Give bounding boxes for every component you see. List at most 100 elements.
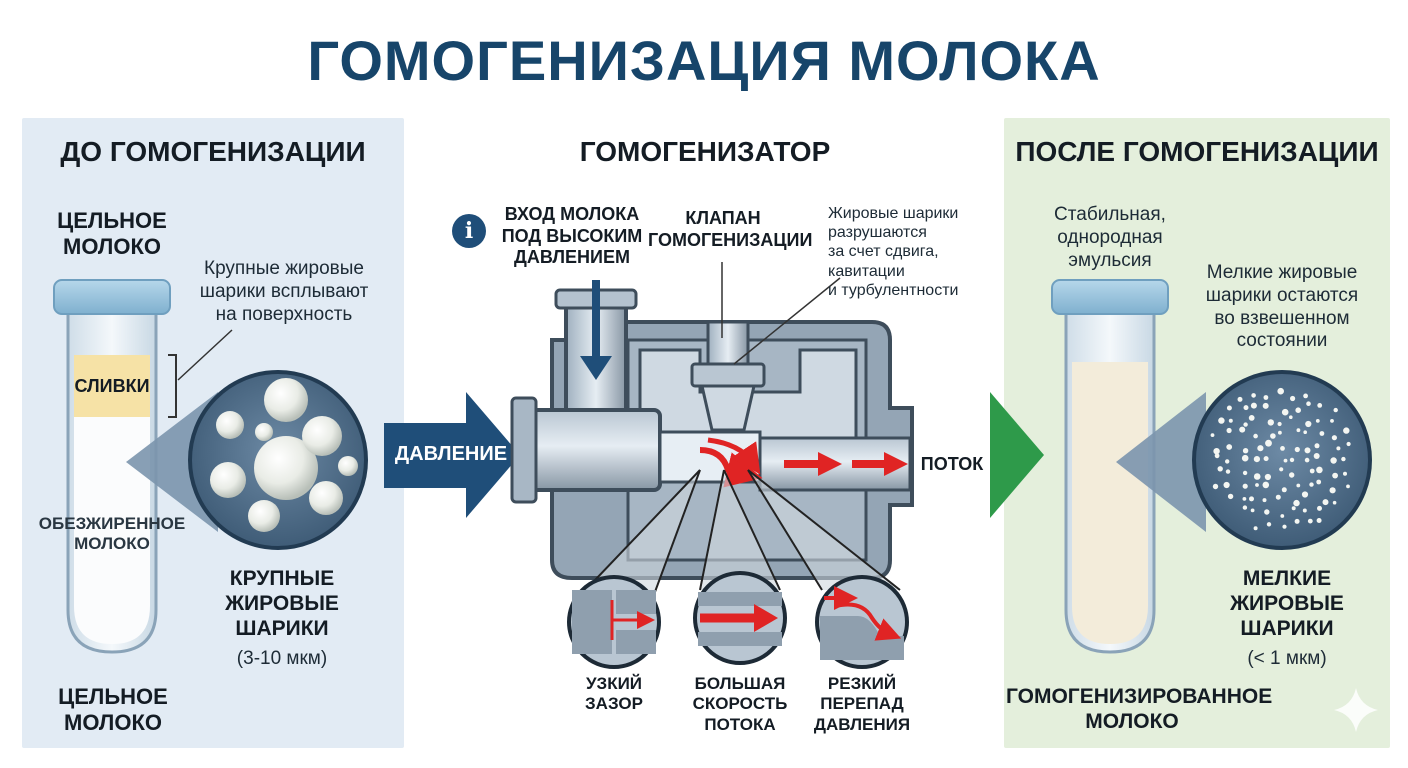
small-fat-globule bbox=[1317, 403, 1323, 408]
small-fat-globule bbox=[1248, 415, 1255, 421]
small-fat-globule bbox=[1294, 518, 1300, 524]
small-fat-globule bbox=[1263, 456, 1269, 462]
small-fat-globule bbox=[1330, 419, 1334, 423]
small-fat-globule bbox=[1331, 435, 1337, 441]
flow-arrow bbox=[818, 452, 842, 476]
result-arrow bbox=[990, 392, 1044, 518]
small-fat-globule bbox=[1214, 453, 1220, 459]
fat-globule bbox=[338, 456, 358, 476]
detail-label-pressure-drop: РЕЗКИЙ ПЕРЕПАД ДАВЛЕНИЯ bbox=[813, 674, 911, 734]
after-zoom bbox=[1116, 370, 1372, 550]
homogenized-milk-label: ГОМОГЕНИЗИРОВАННОЕ МОЛОКО bbox=[1006, 685, 1273, 734]
small-fat-globule bbox=[1280, 514, 1285, 518]
small-fat-globule bbox=[1314, 443, 1320, 449]
detail-label-velocity: БОЛЬШАЯ СКОРОСТЬ ПОТОКА bbox=[692, 674, 788, 734]
small-fat-globule bbox=[1253, 433, 1258, 439]
suspension-note: Мелкие жировые шарики остаются во взвеше… bbox=[1205, 262, 1359, 352]
small-fat-globule bbox=[1336, 446, 1341, 451]
small-fat-globule bbox=[1243, 405, 1249, 411]
small-fat-globule bbox=[1289, 457, 1295, 463]
small-fat-globule bbox=[1283, 458, 1288, 463]
small-fat-globule bbox=[1242, 497, 1247, 501]
small-fat-globule bbox=[1307, 518, 1313, 524]
detail-narrow-gap bbox=[567, 575, 661, 669]
small-fat-globule bbox=[1303, 393, 1308, 399]
cream-bracket bbox=[168, 354, 177, 418]
small-fat-globule bbox=[1279, 467, 1284, 472]
small-fat-globule bbox=[1315, 419, 1320, 423]
small-fat-globule bbox=[1262, 481, 1270, 489]
info-icon: i bbox=[452, 214, 486, 248]
tube-label-top: ЦЕЛЬНОЕ МОЛОКО bbox=[57, 208, 167, 260]
small-fat-globule bbox=[1305, 420, 1312, 428]
small-fat-globule bbox=[1264, 509, 1270, 515]
small-fat-globule bbox=[1275, 494, 1281, 500]
detail-zooms bbox=[567, 469, 909, 669]
flow-label: ПОТОК bbox=[920, 454, 984, 474]
small-fat-globule bbox=[1304, 447, 1311, 454]
small-fat-globule bbox=[1278, 430, 1282, 435]
small-fat-globule bbox=[1239, 426, 1246, 433]
cream-layer bbox=[74, 355, 150, 417]
fat-globule bbox=[210, 462, 246, 498]
after-heading: ПОСЛЕ ГОМОГЕНИЗАЦИИ bbox=[1015, 136, 1379, 167]
small-fat-globule bbox=[1213, 448, 1220, 455]
large-globules-label: КРУПНЫЕ ЖИРОВЫЕ ШАРИКИ bbox=[225, 567, 339, 641]
small-fat-globule bbox=[1329, 487, 1336, 494]
inlet-arrow bbox=[580, 356, 612, 380]
small-fat-globule bbox=[1277, 387, 1284, 395]
small-fat-globule bbox=[1250, 402, 1257, 409]
small-fat-globule bbox=[1210, 433, 1215, 437]
small-fat-globule bbox=[1277, 421, 1282, 427]
small-globules-size: (< 1 мкм) bbox=[1247, 648, 1327, 669]
small-fat-globule bbox=[1332, 500, 1337, 505]
small-fat-globule bbox=[1293, 499, 1300, 507]
small-fat-globule bbox=[1343, 427, 1350, 434]
flow-arrow bbox=[884, 452, 908, 476]
small-fat-globule bbox=[1313, 453, 1320, 459]
before-test-tube bbox=[53, 279, 233, 654]
fat-globule bbox=[302, 416, 342, 456]
tube-cap bbox=[1051, 279, 1169, 315]
small-fat-globule bbox=[1225, 469, 1231, 474]
valve-label: КЛАПАН ГОМОГЕНИЗАЦИИ bbox=[648, 208, 813, 250]
before-zoom bbox=[126, 370, 368, 550]
pressure-arrow bbox=[384, 392, 520, 518]
small-fat-globule bbox=[1295, 407, 1301, 414]
small-fat-globule bbox=[1266, 522, 1272, 527]
fat-globule bbox=[264, 378, 308, 422]
small-fat-globule bbox=[1226, 444, 1233, 450]
small-fat-globule bbox=[1263, 395, 1269, 400]
small-fat-globule bbox=[1296, 428, 1301, 433]
fat-globule bbox=[254, 436, 318, 500]
emulsion-note: Стабильная, однородная эмульсия bbox=[1054, 204, 1166, 271]
small-fat-globule bbox=[1290, 395, 1296, 402]
small-fat-globule bbox=[1253, 456, 1260, 463]
skim-label: ОБЕЗЖИРЕННОЕ МОЛОКО bbox=[38, 514, 186, 554]
small-fat-globule bbox=[1294, 446, 1300, 453]
small-globules-label: МЕЛКИЕ ЖИРОВЫЕ ШАРИКИ bbox=[1230, 567, 1344, 641]
tube-label-bottom: ЦЕЛЬНОЕ МОЛОКО bbox=[58, 684, 168, 736]
small-fat-globule bbox=[1255, 483, 1259, 487]
small-fat-globule bbox=[1306, 401, 1311, 407]
small-fat-globule bbox=[1316, 518, 1322, 523]
small-fat-globule bbox=[1317, 505, 1322, 511]
detail-pressure-drop bbox=[815, 575, 909, 669]
small-fat-globule bbox=[1251, 393, 1256, 398]
small-fat-globule bbox=[1262, 402, 1269, 409]
small-fat-globule bbox=[1346, 441, 1351, 447]
small-fat-globule bbox=[1319, 431, 1325, 436]
note-leader bbox=[177, 329, 233, 381]
small-fat-globule bbox=[1281, 408, 1289, 416]
fat-globule bbox=[309, 481, 343, 515]
small-fat-globule bbox=[1262, 498, 1267, 503]
large-globules-size: (3-10 мкм) bbox=[236, 648, 328, 669]
small-fat-globule bbox=[1242, 505, 1248, 510]
fat-globule bbox=[248, 500, 280, 532]
cream-label: СЛИВКИ bbox=[74, 376, 150, 396]
small-fat-globule bbox=[1257, 445, 1264, 452]
small-fat-globule bbox=[1223, 481, 1230, 489]
small-fat-globule bbox=[1316, 466, 1323, 474]
small-fat-globule bbox=[1225, 459, 1230, 464]
